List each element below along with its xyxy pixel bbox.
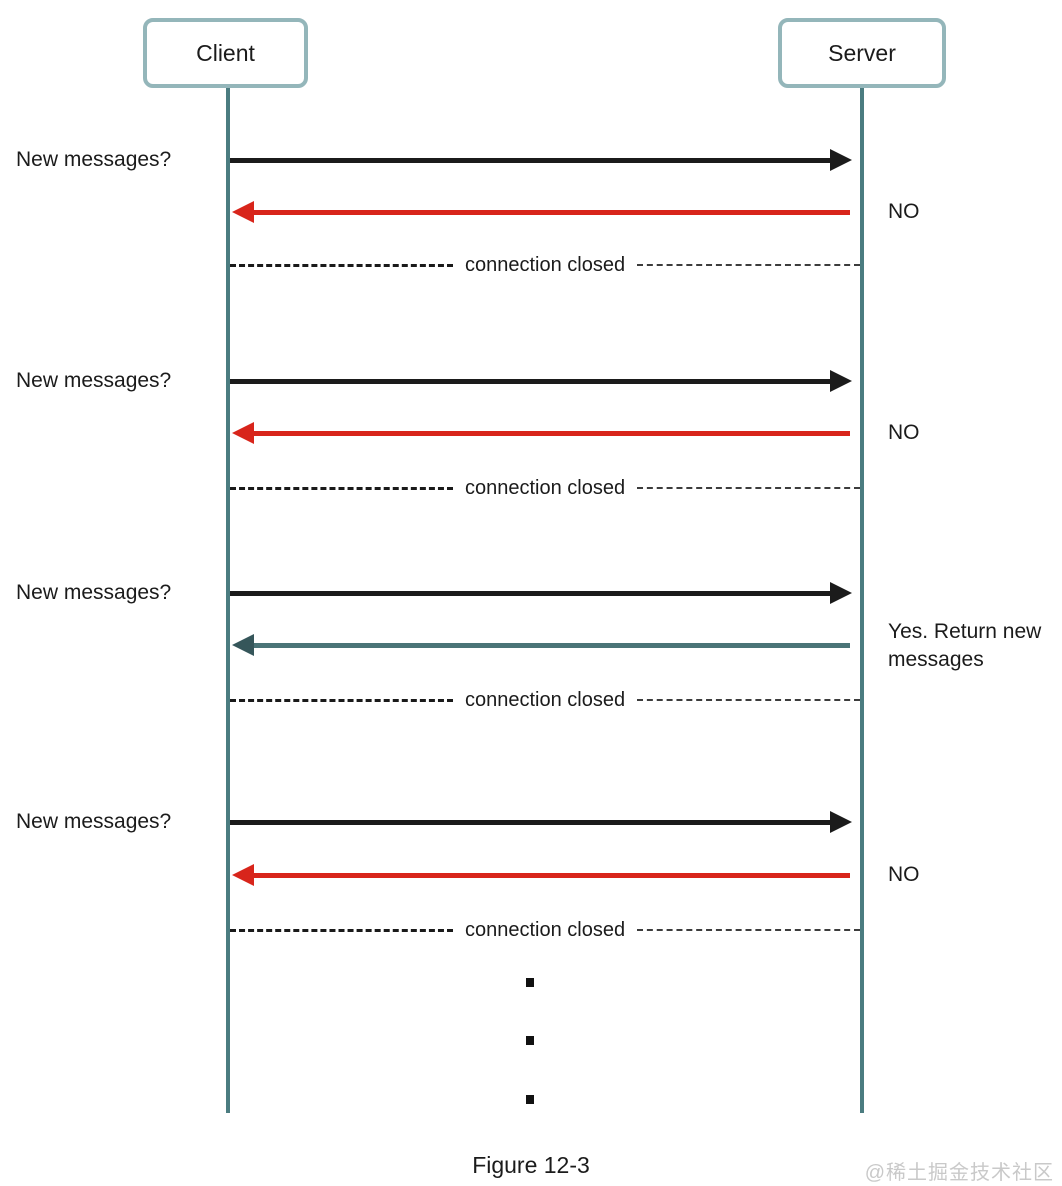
request-arrow-head-icon	[830, 149, 852, 171]
response-arrow-shaft	[252, 431, 850, 436]
response-label: NO	[888, 421, 920, 444]
dashed-segment-right	[637, 487, 861, 489]
connection-closed-label: connection closed	[464, 476, 626, 499]
client-lifeline	[226, 88, 230, 1113]
connection-closed-line: connection closed	[230, 685, 861, 715]
response-arrow-shaft	[252, 873, 850, 878]
dashed-segment-left	[230, 486, 453, 490]
request-arrow-shaft	[230, 820, 830, 825]
request-label: New messages?	[16, 148, 172, 171]
response-arrow-shaft	[252, 210, 850, 215]
figure-caption: Figure 12-3	[472, 1152, 590, 1178]
dashed-segment-right	[637, 264, 861, 266]
ellipsis-dot	[526, 1095, 534, 1104]
connection-closed-line: connection closed	[230, 915, 861, 945]
response-arrow-head-icon	[232, 201, 254, 223]
dashed-segment-left	[230, 263, 453, 267]
actor-label-server: Server	[828, 39, 896, 66]
request-arrow-head-icon	[830, 811, 852, 833]
dashed-segment-right	[637, 699, 861, 701]
connection-closed-label: connection closed	[464, 253, 626, 276]
request-label: New messages?	[16, 369, 172, 392]
actor-box-server: Server	[778, 18, 946, 88]
actor-box-client: Client	[143, 18, 308, 88]
response-arrow-head-icon	[232, 422, 254, 444]
connection-closed-label: connection closed	[464, 918, 626, 941]
connection-closed-label: connection closed	[464, 688, 626, 711]
request-arrow-shaft	[230, 379, 830, 384]
request-arrow-head-icon	[830, 370, 852, 392]
dashed-segment-left	[230, 928, 453, 932]
ellipsis-dot	[526, 1036, 534, 1045]
request-arrow-shaft	[230, 591, 830, 596]
response-label: NO	[888, 863, 920, 886]
request-arrow-shaft	[230, 158, 830, 163]
ellipsis-dot	[526, 978, 534, 987]
dashed-segment-left	[230, 698, 453, 702]
response-label: NO	[888, 200, 920, 223]
response-label: Yes. Return new messages	[888, 620, 1042, 671]
actor-label-client: Client	[196, 39, 255, 66]
response-arrow-shaft	[252, 643, 850, 648]
request-arrow-head-icon	[830, 582, 852, 604]
response-arrow-head-icon	[232, 864, 254, 886]
dashed-segment-right	[637, 929, 861, 931]
response-arrow-head-icon	[232, 634, 254, 656]
server-lifeline	[860, 88, 864, 1113]
watermark: @稀土掘金技术社区	[864, 1162, 1054, 1184]
connection-closed-line: connection closed	[230, 473, 861, 503]
connection-closed-line: connection closed	[230, 250, 861, 280]
request-label: New messages?	[16, 810, 172, 833]
request-label: New messages?	[16, 581, 172, 604]
